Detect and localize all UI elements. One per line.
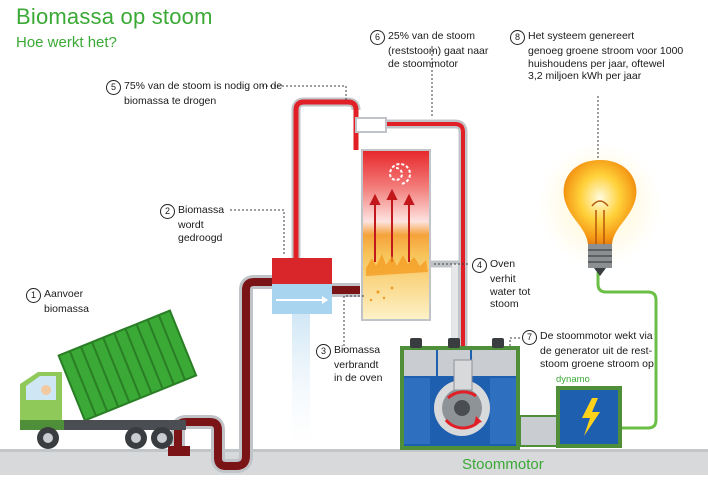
dynamo [556, 386, 622, 448]
step-2-number: 2 [160, 204, 175, 219]
power-cable [596, 272, 658, 430]
step-3-number: 3 [316, 344, 331, 359]
step-4-number: 4 [472, 258, 487, 273]
lightbulb-icon [538, 143, 662, 276]
step-6-number: 6 [370, 30, 385, 45]
steam-column [292, 312, 310, 449]
step-5-number: 5 [106, 80, 121, 95]
page-title: Biomassa op stoom [16, 4, 213, 29]
ground [0, 449, 708, 475]
step-7-number: 7 [522, 330, 537, 345]
dryer-unit [272, 258, 332, 314]
truck-icon [20, 309, 198, 449]
dynamo-label: dynamo [556, 374, 590, 385]
flame-icon [366, 254, 428, 276]
step-8-number: 8 [510, 30, 525, 45]
oven [361, 149, 431, 321]
biomass-hopper [168, 446, 190, 456]
step-1-number: 1 [26, 288, 41, 303]
steam-engine [400, 338, 520, 450]
engine-label: Stoommotor [462, 456, 544, 473]
steam-return-pipe [291, 97, 361, 260]
lightning-icon [582, 398, 600, 436]
page-subtitle: Hoe werkt het? [16, 34, 117, 51]
